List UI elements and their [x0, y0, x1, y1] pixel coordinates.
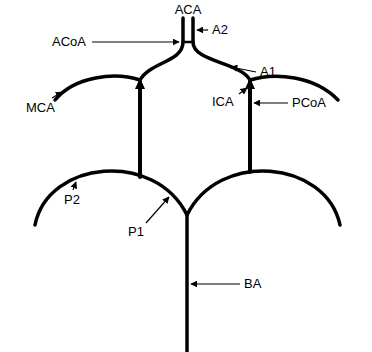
mca-vessel — [55, 76, 140, 100]
vessel-label: P2 — [64, 192, 80, 207]
vessels — [35, 18, 340, 352]
a2-vessel — [191, 18, 195, 42]
ica-tip — [245, 78, 255, 89]
leader-lines — [52, 30, 288, 284]
pca-vessel — [187, 171, 340, 225]
leader-line — [197, 29, 208, 30]
vessel-label: ACoA — [52, 34, 86, 49]
vessel-label: A2 — [212, 22, 228, 37]
vessel-label: MCA — [26, 100, 55, 115]
ica-tips — [135, 78, 255, 89]
leader-line — [239, 88, 247, 94]
leader-line — [191, 283, 240, 284]
leader-line — [231, 67, 256, 72]
leader-line — [73, 182, 76, 190]
leader-line — [254, 102, 288, 103]
ica-tip — [135, 78, 145, 89]
vessel-label: PCoA — [292, 95, 326, 110]
vessel-label: A1 — [260, 64, 276, 79]
leader-line — [92, 41, 179, 42]
a1-vessel — [193, 42, 250, 80]
vessel-label: BA — [244, 276, 261, 291]
leader-line — [52, 92, 62, 98]
vessel-label: P1 — [128, 224, 144, 239]
pcoa-vessel — [138, 82, 142, 177]
pca-vessel — [35, 171, 187, 225]
leader-line — [146, 197, 169, 223]
vessel-label: ICA — [212, 94, 234, 109]
vessel-label: ACA — [175, 2, 202, 17]
a2-vessel — [181, 18, 185, 42]
basilar-vessel — [185, 215, 189, 352]
a1-vessel — [140, 42, 183, 80]
pcoa-vessel — [248, 82, 252, 172]
